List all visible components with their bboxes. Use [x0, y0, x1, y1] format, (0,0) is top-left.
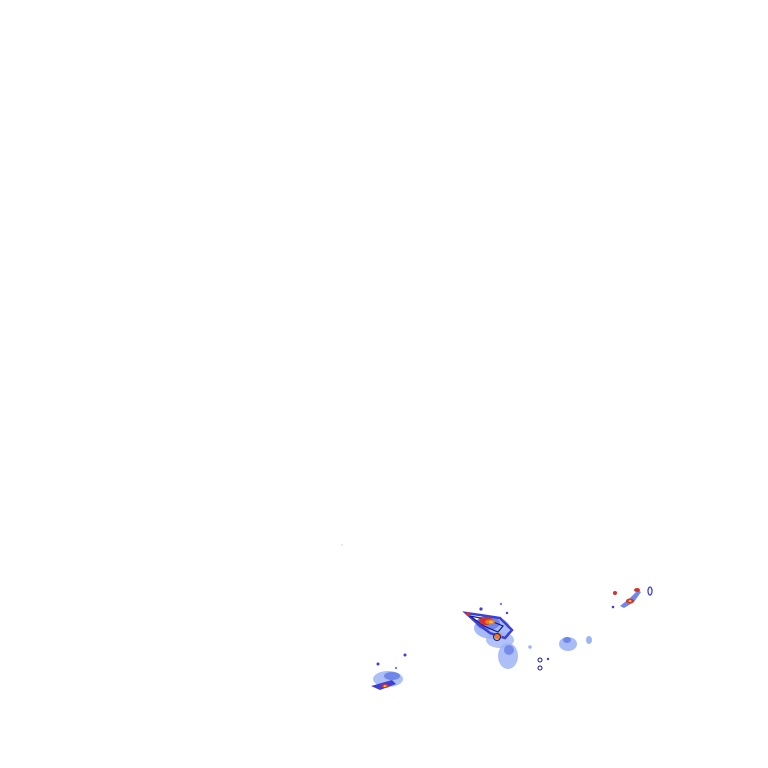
- echo-core: [383, 685, 387, 687]
- echo-medium: [504, 645, 514, 655]
- echo-core: [489, 620, 493, 624]
- echo-speck: [376, 662, 380, 666]
- echo-ring: [493, 633, 501, 641]
- echo-light: [586, 636, 592, 644]
- precip-cell-central: [462, 602, 514, 648]
- precip-cell-far-east: [611, 586, 653, 609]
- echo-speck: [499, 602, 503, 606]
- precip-cell-west: [371, 653, 407, 690]
- echo-speck: [528, 645, 532, 649]
- echo-ring: [537, 665, 543, 671]
- echo-medium: [563, 637, 571, 643]
- echo-speck: [613, 591, 617, 595]
- echo-strong: [647, 586, 653, 596]
- echo-speck: [546, 657, 550, 661]
- echo-speck: [403, 653, 407, 657]
- precip-cell-central-south: [498, 643, 550, 671]
- echo-core: [628, 600, 632, 602]
- echo-speck: [611, 605, 615, 609]
- echo-speck: [394, 666, 398, 670]
- echo-ring: [537, 657, 543, 663]
- echo-strong: [462, 611, 514, 640]
- precip-cell-east: [559, 636, 592, 651]
- echo-speck: [505, 611, 509, 615]
- echo-speck: [466, 612, 470, 616]
- echo-intense: [634, 588, 640, 592]
- echo-speck: [341, 544, 343, 546]
- echo-speck: [479, 607, 483, 611]
- echo-medium: [384, 672, 400, 680]
